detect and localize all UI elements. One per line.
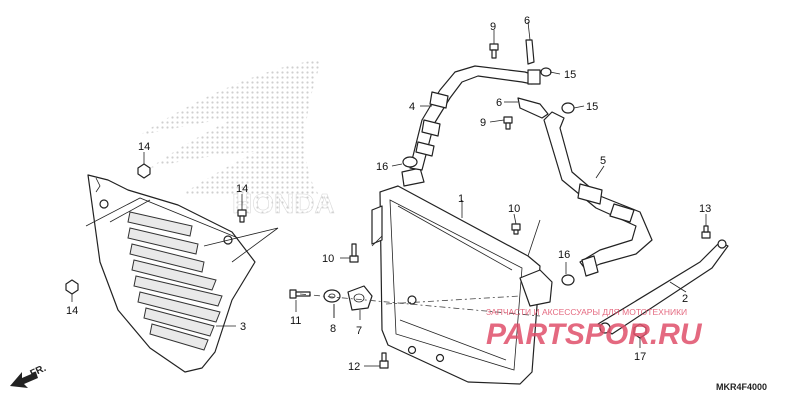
callout-11: 11 — [290, 315, 301, 327]
callout-labels: 1 2 3 4 5 6 6 7 8 9 9 10 10 11 12 13 14 … — [66, 15, 711, 373]
callout-14-c: 14 — [66, 305, 78, 317]
callout-7: 7 — [356, 325, 362, 337]
fitting-16-right — [581, 255, 599, 277]
bolt-12 — [379, 352, 389, 369]
callout-14-b: 14 — [236, 183, 248, 195]
watermark-tagline: ЗАПЧАСТИ И АКСЕССУАРЫ ДЛЯ МОТОТЕХНИКИ — [486, 307, 687, 317]
watermark: ЗАПЧАСТИ И АКСЕССУАРЫ ДЛЯ МОТОТЕХНИКИ PA… — [486, 307, 703, 351]
callout-5: 5 — [600, 155, 606, 167]
bolt-13 — [701, 225, 711, 239]
side-shroud-part — [87, 174, 256, 373]
front-arrow-icon — [10, 372, 38, 388]
callout-15-upper: 15 — [564, 69, 576, 81]
callout-9-upper: 9 — [490, 21, 496, 33]
o-ring-16-upper — [402, 156, 418, 168]
nut-17 — [633, 323, 647, 339]
callout-16-right: 16 — [558, 249, 570, 261]
callout-12: 12 — [348, 361, 360, 373]
callout-4: 4 — [409, 101, 415, 113]
callout-2: 2 — [682, 293, 688, 305]
collar-7 — [347, 285, 373, 311]
callout-6-upper: 6 — [524, 15, 530, 27]
front-label: FR. — [29, 363, 48, 380]
grommet-8 — [323, 289, 341, 303]
bolt-10-left — [349, 243, 359, 263]
callout-3: 3 — [240, 321, 246, 333]
radiator-part — [371, 167, 553, 385]
lower-hose-part — [543, 111, 653, 271]
stay-bracket-part — [597, 239, 729, 335]
screw-14-c — [65, 279, 79, 295]
honda-wing-logo: HONDA — [140, 60, 335, 219]
o-ring-16-lower — [561, 274, 575, 286]
callout-15-lower: 15 — [586, 101, 598, 113]
callout-13: 13 — [699, 203, 711, 215]
watermark-site: PARTSPOR.RU — [486, 318, 703, 351]
o-ring-15-upper — [540, 67, 552, 77]
front-direction-indicator: FR. — [10, 363, 48, 388]
callout-8: 8 — [330, 323, 336, 335]
bolt-9-lower — [503, 116, 513, 130]
callout-10-left: 10 — [322, 253, 334, 265]
callout-10-right: 10 — [508, 203, 520, 215]
bolt-10-right — [511, 223, 521, 235]
bracket-6-lower — [517, 97, 549, 119]
leader-lines — [71, 21, 707, 367]
honda-logo-text: HONDA — [232, 188, 335, 219]
shroud-louvers — [127, 211, 223, 351]
diagram-code: MKR4F4000 — [716, 382, 767, 392]
callout-1: 1 — [458, 193, 464, 205]
callout-16-left: 16 — [376, 161, 388, 173]
callout-6-lower: 6 — [496, 97, 502, 109]
callout-9-lower: 9 — [480, 117, 486, 129]
o-ring-15-lower — [561, 102, 575, 114]
upper-hose-part — [409, 65, 541, 171]
assembly-guide-lines — [299, 293, 541, 317]
bracket-6-upper — [525, 39, 535, 65]
callout-17: 17 — [634, 351, 646, 363]
screw-14-a — [137, 163, 151, 179]
screw-14-b — [237, 209, 247, 223]
bolt-9-upper — [489, 43, 499, 59]
callout-14-a: 14 — [138, 141, 150, 153]
